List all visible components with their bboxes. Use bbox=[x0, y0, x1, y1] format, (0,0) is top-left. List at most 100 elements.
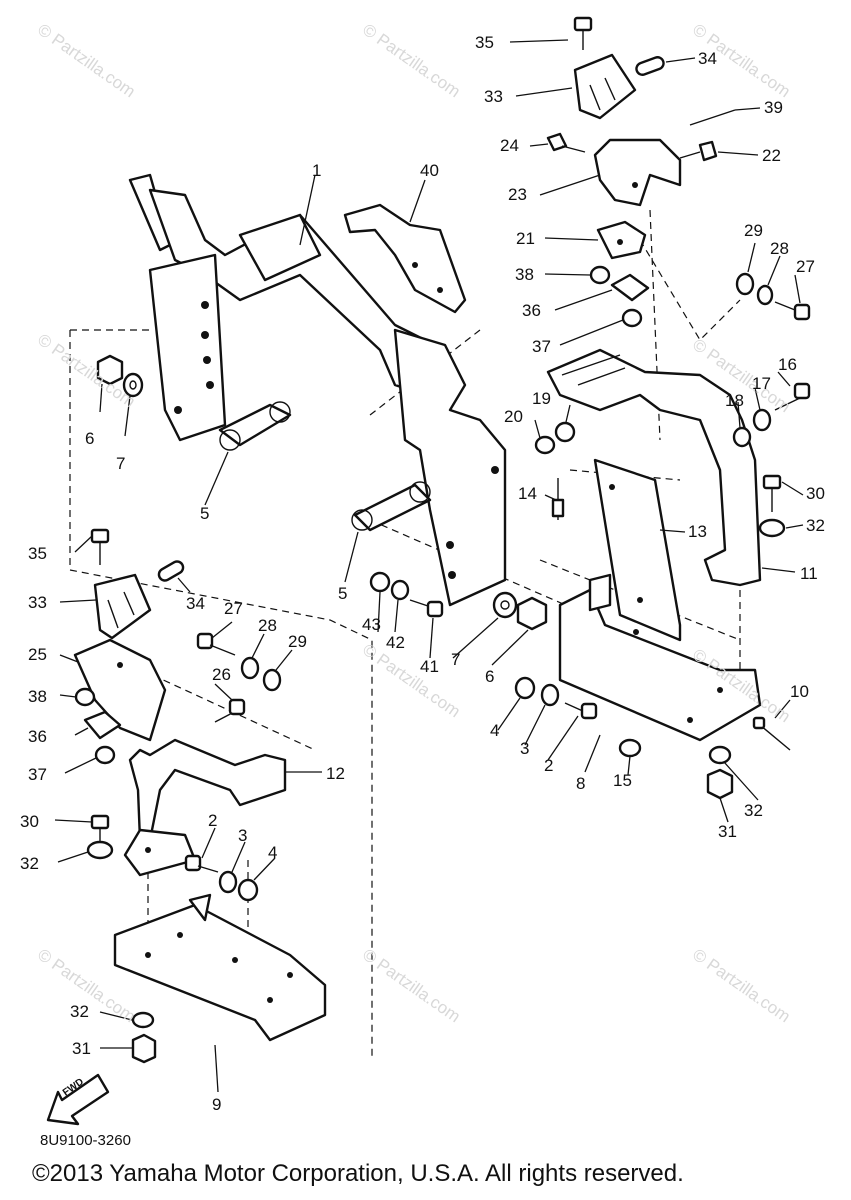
part-27-bolt-left bbox=[196, 632, 236, 656]
callout-32: 32 bbox=[70, 1002, 89, 1021]
copyright-notice: ©2013 Yamaha Motor Corporation, U.S.A. A… bbox=[32, 1160, 684, 1187]
callout-10: 10 bbox=[790, 682, 809, 701]
part-2-bolt-left bbox=[184, 854, 219, 873]
callout-20: 20 bbox=[504, 407, 523, 426]
callout-8: 8 bbox=[576, 774, 586, 793]
part-33-damper-top bbox=[573, 53, 637, 120]
part-4-washer-right bbox=[514, 676, 536, 700]
callout-19: 19 bbox=[532, 389, 551, 408]
part-32-washer-bottom bbox=[131, 1011, 155, 1029]
callout-3: 3 bbox=[520, 739, 530, 758]
part-20-nut bbox=[534, 435, 556, 455]
callout-28: 28 bbox=[258, 616, 277, 635]
callout-7: 7 bbox=[451, 650, 461, 669]
part-bracket-foot-left bbox=[123, 828, 197, 877]
callout-27: 27 bbox=[224, 599, 243, 618]
leader-lines bbox=[54, 39, 804, 1093]
part-29-washer-left bbox=[262, 668, 282, 692]
callout-14: 14 bbox=[518, 484, 537, 503]
callout-32: 32 bbox=[806, 516, 825, 535]
callout-5: 5 bbox=[200, 504, 210, 523]
part-39-pin bbox=[689, 109, 736, 126]
part-3-washer-left bbox=[218, 870, 238, 894]
part-1-bracket-frame bbox=[128, 173, 507, 607]
part-28-washer bbox=[756, 284, 774, 306]
callout-31: 31 bbox=[72, 1039, 91, 1058]
callout-43: 43 bbox=[362, 615, 381, 634]
part-32-washer-left bbox=[86, 840, 114, 860]
part-28-washer-left bbox=[240, 656, 260, 680]
callout-7: 7 bbox=[116, 454, 126, 473]
part-43-washer bbox=[369, 571, 391, 593]
part-6-nut-middle bbox=[516, 596, 548, 631]
part-7-washer-left bbox=[122, 372, 144, 398]
callout-33: 33 bbox=[28, 593, 47, 612]
callout-5: 5 bbox=[338, 584, 348, 603]
callout-36: 36 bbox=[522, 301, 541, 320]
part-34-pin-top bbox=[635, 56, 665, 76]
part-36-clip bbox=[610, 273, 650, 302]
part-3-washer-right bbox=[540, 683, 560, 707]
callout-38: 38 bbox=[515, 265, 534, 284]
part-38-nut bbox=[589, 265, 611, 285]
part-38-nut-left bbox=[74, 687, 96, 707]
part-2-bolt-right bbox=[564, 702, 598, 720]
callout-28: 28 bbox=[770, 239, 789, 258]
forward-arrow-icon bbox=[46, 1073, 110, 1126]
part-29-washer bbox=[735, 272, 755, 296]
part-5-bolt-plate-left bbox=[218, 401, 292, 451]
part-34-pin-left bbox=[157, 560, 185, 582]
callout-32: 32 bbox=[744, 801, 763, 820]
part-30-bolt-right bbox=[762, 474, 782, 512]
part-11-bar bbox=[546, 348, 762, 587]
callout-35: 35 bbox=[28, 544, 47, 563]
part-25-bracket-left bbox=[73, 638, 167, 742]
callout-4: 4 bbox=[268, 843, 278, 862]
callout-37: 37 bbox=[28, 765, 47, 784]
part-7-washer-middle bbox=[492, 591, 518, 619]
part-31-nut-bottom bbox=[131, 1033, 157, 1064]
part-14-bolt bbox=[551, 478, 565, 520]
callout-35: 35 bbox=[475, 33, 494, 52]
part-24-bolt bbox=[546, 132, 586, 153]
callout-22: 22 bbox=[762, 146, 781, 165]
part-16-bolt bbox=[774, 382, 811, 411]
part-36-clip-left bbox=[83, 710, 122, 740]
callout-42: 42 bbox=[386, 633, 405, 652]
part-37-nut-left bbox=[94, 745, 116, 765]
callout-17: 17 bbox=[752, 374, 771, 393]
part-5-bolt-plate-right bbox=[351, 481, 432, 532]
part-41-bolt bbox=[409, 599, 444, 618]
part-17-washer bbox=[752, 408, 772, 432]
callout-29: 29 bbox=[288, 632, 307, 651]
part-23-bracket-top bbox=[593, 138, 682, 207]
callout-33: 33 bbox=[484, 87, 503, 106]
callout-4: 4 bbox=[490, 721, 500, 740]
callout-27: 27 bbox=[796, 257, 815, 276]
part-22-bolt bbox=[679, 140, 718, 162]
callout-16: 16 bbox=[778, 355, 797, 374]
callout-34: 34 bbox=[698, 49, 717, 68]
part-35-bolt-top bbox=[573, 16, 593, 50]
callout-6: 6 bbox=[85, 429, 95, 448]
callout-1: 1 bbox=[312, 161, 322, 180]
part-18-washer bbox=[732, 426, 752, 448]
callout-31: 31 bbox=[718, 822, 737, 841]
part-6-nut-left bbox=[96, 354, 124, 386]
part-35-bolt-left bbox=[90, 528, 110, 565]
part-4-washer-left bbox=[237, 878, 259, 902]
part-13-plate bbox=[593, 458, 682, 642]
part-9-base-plate bbox=[113, 893, 327, 1042]
part-27-bolt bbox=[774, 301, 811, 321]
callout-12: 12 bbox=[326, 764, 345, 783]
callout-30: 30 bbox=[806, 484, 825, 503]
callout-40: 40 bbox=[420, 161, 439, 180]
callout-9: 9 bbox=[212, 1095, 222, 1114]
callout-23: 23 bbox=[508, 185, 527, 204]
part-40-plate bbox=[343, 203, 467, 314]
callout-38: 38 bbox=[28, 687, 47, 706]
callout-39: 39 bbox=[764, 98, 783, 117]
callout-34: 34 bbox=[186, 594, 205, 613]
part-26-bolt-left bbox=[214, 698, 246, 723]
